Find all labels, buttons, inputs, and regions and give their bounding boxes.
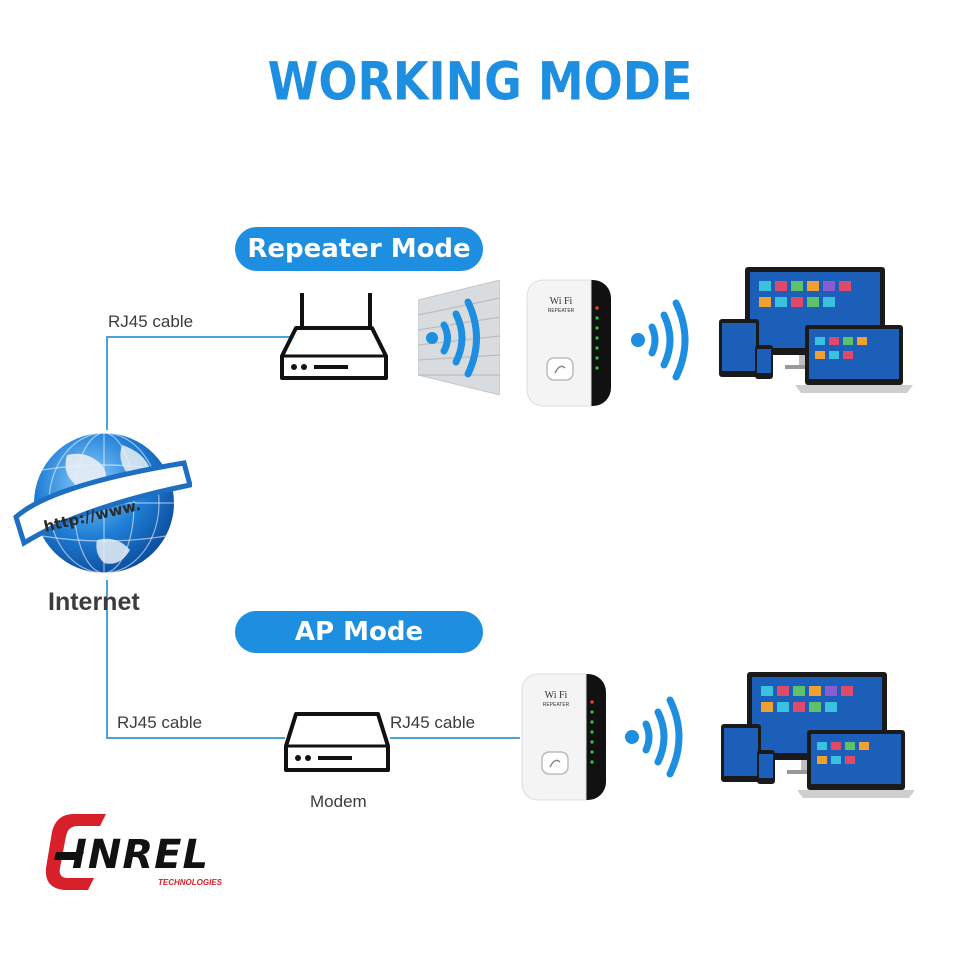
cable-internet-to-modem <box>106 580 285 739</box>
devices-icon <box>719 267 913 393</box>
repeater-mode-pill: Repeater Mode <box>235 227 483 271</box>
repeater-brand-top: Wi Fi <box>549 296 573 307</box>
globe-icon <box>13 432 192 574</box>
cable-internet-to-router <box>106 336 290 430</box>
repeater-model-ap: REPEATER <box>542 702 570 708</box>
internet-label: Internet <box>48 588 140 616</box>
ap-cable-label-left: RJ45 cable <box>117 713 203 732</box>
repeater-icon-ap <box>521 673 606 801</box>
wifi-waves-icon-ap <box>625 696 683 778</box>
modem-icon <box>284 712 390 772</box>
router-icon <box>280 293 388 380</box>
repeater-cable-label: RJ45 cable <box>108 312 194 331</box>
wifi-waves-icon <box>631 299 689 381</box>
ap-cable-label-right: RJ45 cable <box>390 713 476 732</box>
repeater-icon <box>526 279 611 407</box>
wall-icon <box>418 280 500 395</box>
ap-mode-pill: AP Mode <box>235 611 483 653</box>
modem-label: Modem <box>310 792 367 811</box>
page-title: WORKING MODE <box>267 50 693 113</box>
wall-wifi-waves-icon <box>440 298 480 378</box>
devices-icon-ap <box>721 672 915 798</box>
logo-name: INREL <box>72 832 209 878</box>
repeater-brand-ap: Wi Fi <box>544 690 568 701</box>
logo-tagline: TECHNOLOGIES <box>158 878 223 887</box>
inrel-logo-icon <box>45 814 106 890</box>
repeater-model-top: REPEATER <box>547 308 575 314</box>
